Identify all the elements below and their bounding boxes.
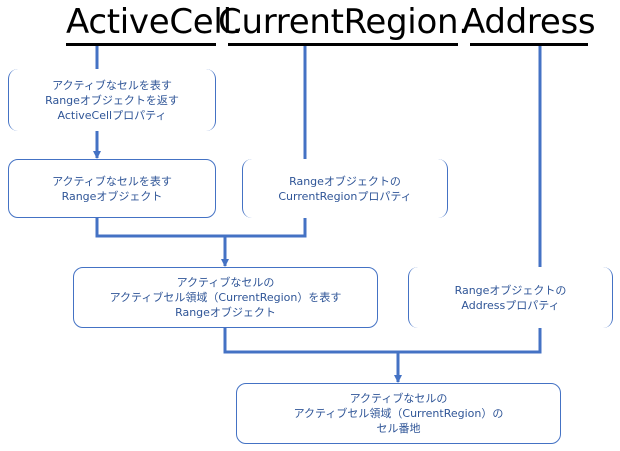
box-line: Rangeオブジェクト	[61, 189, 163, 203]
box-line: アクティブなセルの	[349, 392, 448, 405]
box-line: アクティブなセルの	[176, 276, 275, 289]
activecell-property-box: アクティブなセルを表す Rangeオブジェクトを返す ActiveCellプロパ…	[8, 69, 216, 131]
currentregion-range-object-box: アクティブなセルの アクティブセル領域（CurrentRegion）を表す Ra…	[73, 267, 378, 328]
box-line: Rangeオブジェクト	[175, 306, 276, 319]
box-line: アクティブなセルを表す	[52, 174, 172, 188]
box-line: Addressプロパティ	[461, 298, 560, 312]
box-line: Rangeオブジェクトを返す	[45, 93, 179, 107]
box-line: Rangeオブジェクトの	[454, 283, 567, 297]
box-line: アクティブセル領域（CurrentRegion）の	[293, 407, 504, 420]
address-property-box: Rangeオブジェクトの Addressプロパティ	[408, 267, 613, 328]
title-activecell: ActiveCell.	[66, 2, 243, 42]
currentregion-property-box: Rangeオブジェクトの CurrentRegionプロパティ	[242, 159, 448, 218]
result-address-box: アクティブなセルの アクティブセル領域（CurrentRegion）の セル番地	[236, 383, 561, 444]
title-currentregion: CurrentRegion.	[218, 2, 469, 42]
box-line: セル番地	[376, 422, 421, 435]
title-underline-address	[470, 43, 588, 46]
box-line: アクティブセル領域（CurrentRegion）を表す	[109, 291, 342, 304]
active-range-object-box: アクティブなセルを表す Rangeオブジェクト	[8, 159, 216, 218]
title-address: Address	[462, 2, 596, 42]
title-underline-activecell	[66, 43, 216, 46]
box-line: ActiveCellプロパティ	[57, 108, 167, 122]
box-line: Rangeオブジェクトの	[289, 174, 401, 188]
box-line: CurrentRegionプロパティ	[278, 189, 412, 203]
title-underline-currentregion	[228, 43, 458, 46]
box-line: アクティブなセルを表す	[52, 78, 172, 92]
